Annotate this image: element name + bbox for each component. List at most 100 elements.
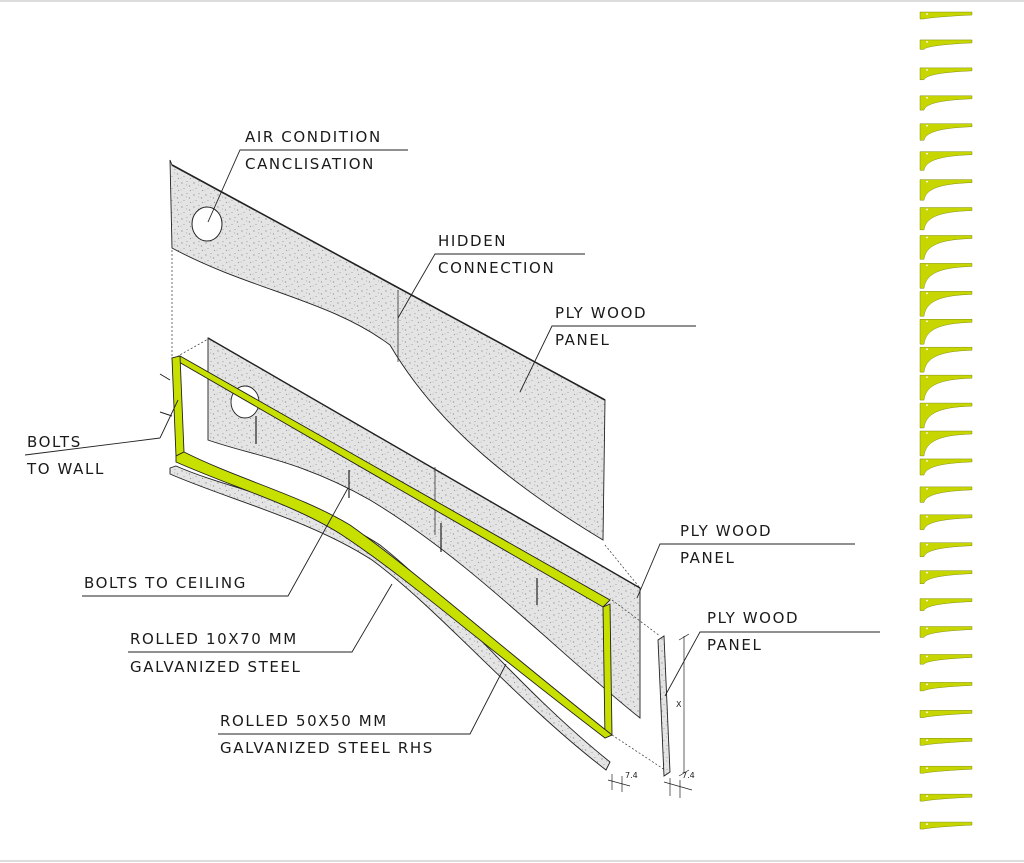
- rib-bolt-hole: [926, 655, 928, 658]
- curved-rib-profile-icon: [919, 626, 973, 638]
- curved-rib-profile-icon: [919, 514, 973, 530]
- rib-bolt-hole: [926, 711, 928, 714]
- svg-text:PANEL: PANEL: [680, 549, 735, 567]
- rib-bolt-hole: [926, 543, 928, 546]
- rib-bolt-hole: [926, 292, 928, 295]
- rib-bolt-hole: [926, 180, 928, 183]
- ceiling-bolts: [255, 416, 538, 605]
- curved-rib-profile-icon: [919, 123, 973, 141]
- rib-bolt-hole: [926, 823, 928, 825]
- rib-bolt-hole: [926, 208, 928, 211]
- rib-bolt-hole: [926, 404, 928, 406]
- rib-bolt-hole: [926, 13, 928, 15]
- svg-text:AIR CONDITION: AIR CONDITION: [245, 128, 382, 146]
- rib-bolt-hole: [926, 348, 928, 351]
- rib-bolt-hole: [926, 683, 928, 686]
- rib-bolt-hole: [926, 627, 928, 630]
- svg-text:CONNECTION: CONNECTION: [438, 259, 555, 277]
- curved-rib-profile-icon: [919, 67, 973, 80]
- curved-rib-profile-icon: [919, 486, 973, 503]
- svg-text:TO WALL: TO WALL: [26, 460, 105, 478]
- svg-text:BOLTS TO CEILING: BOLTS TO CEILING: [84, 574, 247, 592]
- rib-bolt-hole: [926, 264, 928, 267]
- curved-rib-profile-icon: [919, 319, 973, 345]
- curved-rib-profile-icon: [919, 458, 973, 476]
- curved-rib-profile-icon: [919, 374, 973, 401]
- thickness-dimension-a: 7.4: [607, 771, 638, 792]
- svg-text:PANEL: PANEL: [555, 331, 610, 349]
- rib-bolt-hole: [926, 152, 928, 155]
- curved-rib-profile-icon: [919, 95, 973, 111]
- rib-bolt-hole: [926, 236, 928, 239]
- curved-rib-profile-icon: [919, 570, 973, 584]
- rib-bolt-hole: [926, 571, 928, 574]
- curved-rib-profile-icon: [919, 542, 973, 557]
- curved-rib-profile-icon: [919, 263, 973, 289]
- label-air-condition: AIR CONDITION CANCLISATION: [245, 128, 382, 173]
- rib-bolt-hole: [926, 68, 928, 71]
- svg-text:PANEL: PANEL: [707, 636, 762, 654]
- svg-text:ROLLED 50X50 MM: ROLLED 50X50 MM: [220, 712, 388, 730]
- rib-bolt-hole: [926, 320, 928, 323]
- label-bolts-to-wall: BOLTS TO WALL: [26, 433, 105, 478]
- right-plywood-section: X: [657, 633, 690, 777]
- curved-rib-profile-icon: [919, 766, 973, 774]
- air-condition-hole: [191, 206, 223, 242]
- curved-rib-profile-icon: [919, 710, 973, 718]
- label-rolled-10x70: ROLLED 10X70 MM GALVANIZED STEEL: [130, 630, 301, 676]
- rib-bolt-hole: [926, 96, 928, 99]
- svg-text:HIDDEN: HIDDEN: [438, 232, 507, 250]
- label-hidden-connection: HIDDEN CONNECTION: [438, 232, 555, 277]
- rib-bolt-hole: [926, 124, 928, 127]
- height-mark: X: [676, 700, 682, 709]
- rib-bolt-hole: [926, 599, 928, 602]
- rib-bolt-hole: [926, 376, 928, 379]
- svg-text:BOLTS: BOLTS: [27, 433, 82, 451]
- leader-lines: [24, 149, 880, 735]
- label-plywood-right: PLY WOOD PANEL: [707, 609, 799, 654]
- wall-bolts: [159, 373, 173, 417]
- curved-rib-profile-icon: [919, 682, 973, 692]
- curved-rib-profile-icon: [919, 654, 973, 665]
- rib-bolt-hole: [926, 795, 928, 798]
- curved-rib-profile-icon: [919, 738, 973, 746]
- svg-text:GALVANIZED STEEL RHS: GALVANIZED STEEL RHS: [220, 739, 434, 757]
- rib-bolt-hole: [926, 41, 928, 43]
- rib-bolt-hole: [926, 432, 928, 434]
- svg-text:7.4: 7.4: [682, 771, 695, 780]
- curved-rib-profile-icon: [919, 39, 973, 50]
- curved-rib-profile-icon: [919, 402, 973, 429]
- svg-text:7.4: 7.4: [625, 771, 638, 780]
- rib-profile-sequence: [919, 11, 973, 830]
- curved-rib-profile-icon: [919, 151, 973, 171]
- curved-rib-profile-icon: [919, 598, 973, 611]
- rib-bolt-hole: [926, 739, 928, 742]
- rib-bolt-hole: [926, 487, 928, 490]
- svg-text:PLY WOOD: PLY WOOD: [707, 609, 799, 627]
- curved-rib-profile-icon: [919, 793, 973, 802]
- top-plywood-panel: [169, 159, 606, 541]
- svg-text:ROLLED 10X70 MM: ROLLED 10X70 MM: [130, 630, 298, 648]
- curved-rib-profile-icon: [919, 207, 973, 231]
- curved-rib-profile-icon: [919, 179, 973, 201]
- label-plywood-top: PLY WOOD PANEL: [555, 304, 647, 349]
- svg-text:CANCLISATION: CANCLISATION: [245, 155, 375, 173]
- svg-text:PLY WOOD: PLY WOOD: [555, 304, 647, 322]
- curved-rib-profile-icon: [919, 291, 973, 317]
- rib-bolt-hole: [926, 767, 928, 770]
- curved-rib-profile-icon: [919, 821, 973, 830]
- galvanized-steel-frame: [170, 355, 613, 739]
- svg-text:GALVANIZED STEEL: GALVANIZED STEEL: [130, 658, 301, 676]
- curved-rib-profile-icon: [919, 347, 973, 373]
- label-rolled-50x50: ROLLED 50X50 MM GALVANIZED STEEL RHS: [220, 712, 434, 757]
- label-bolts-to-ceiling: BOLTS TO CEILING: [84, 574, 247, 592]
- curved-rib-profile-icon: [919, 430, 973, 457]
- rib-bolt-hole: [926, 515, 928, 518]
- curved-rib-profile-icon: [919, 11, 973, 20]
- svg-text:PLY WOOD: PLY WOOD: [680, 522, 772, 540]
- label-plywood-middle: PLY WOOD PANEL: [680, 522, 772, 567]
- curved-rib-profile-icon: [919, 235, 973, 260]
- projection-lines: [171, 250, 666, 771]
- thickness-dimension-b: 7.4: [663, 771, 695, 798]
